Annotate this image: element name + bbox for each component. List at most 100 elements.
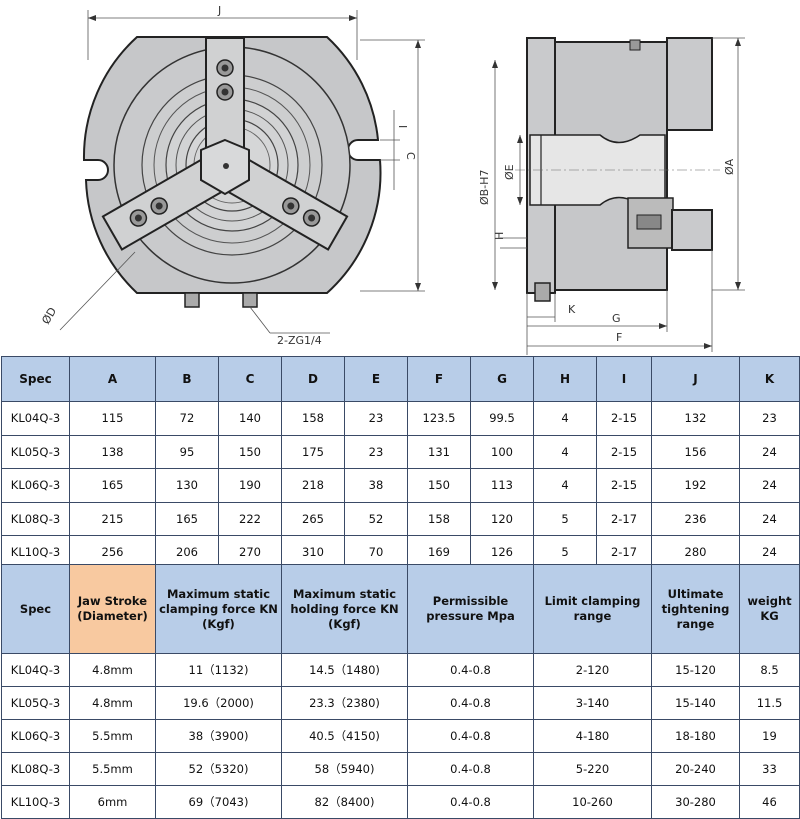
table-cell: 24 (739, 535, 800, 570)
header-cell: J (651, 356, 740, 402)
header-cell: Ultimate tightening range (651, 564, 740, 654)
table-cell: 4.8mm (69, 686, 156, 720)
table-cell: 138 (69, 434, 156, 469)
table-cell: 113 (470, 468, 534, 503)
table-cell: 169 (407, 535, 471, 570)
dim-label-e: ØE (503, 164, 516, 180)
spec-cell: KL10Q-3 (1, 785, 70, 819)
table-cell: 10-260 (533, 785, 652, 819)
table-cell: 14.5（1480) (281, 653, 408, 687)
table-cell: 206 (155, 535, 219, 570)
table-cell: 131 (407, 434, 471, 469)
table-cell: 2-17 (596, 501, 652, 536)
table-cell: 2-15 (596, 401, 652, 436)
table-cell: 19 (739, 719, 800, 753)
dim-label-g: G (612, 312, 621, 325)
table-cell: 4.8mm (69, 653, 156, 687)
spec-cell: KL10Q-3 (1, 535, 70, 570)
dimensions-header-row: Spec A B C D E F G H I J K (1, 356, 800, 402)
table-cell: 236 (651, 501, 740, 536)
table-cell: 18-180 (651, 719, 740, 753)
table-cell: 130 (155, 468, 219, 503)
header-cell: Limit clamping range (533, 564, 652, 654)
dim-label-a: ØA (723, 158, 736, 175)
performance-header-row: Spec Jaw Stroke (Diameter) Maximum stati… (1, 564, 800, 654)
header-cell-highlighted: Jaw Stroke (Diameter) (69, 564, 156, 654)
table-cell: 4 (533, 434, 597, 469)
dim-label-h: H (493, 232, 506, 240)
table-cell: 19.6（2000) (155, 686, 282, 720)
table-cell: 23 (739, 401, 800, 436)
table-cell: 115 (69, 401, 156, 436)
table-cell: 165 (69, 468, 156, 503)
performance-table: Spec Jaw Stroke (Diameter) Maximum stati… (1, 564, 800, 819)
table-cell: 3-140 (533, 686, 652, 720)
table-cell: 11.5 (739, 686, 800, 720)
table-cell: 132 (651, 401, 740, 436)
spec-cell: KL05Q-3 (1, 434, 70, 469)
chuck-drawing-svg: J (39, 4, 745, 355)
table-cell: 2-17 (596, 535, 652, 570)
table-cell: 95 (155, 434, 219, 469)
table-cell: 265 (281, 501, 345, 536)
spec-cell: KL06Q-3 (1, 719, 70, 753)
header-cell: I (596, 356, 652, 402)
side-view: ØB-H7 ØE H ØA K G (478, 37, 745, 355)
header-cell: A (69, 356, 156, 402)
table-cell: 256 (69, 535, 156, 570)
header-cell: Maximum static holding force KN (Kgf) (281, 564, 408, 654)
technical-drawing: J (0, 0, 800, 355)
table-cell: 52（5320) (155, 752, 282, 786)
dim-label-i: I (396, 125, 409, 128)
table-cell: 33 (739, 752, 800, 786)
table-cell: 72 (155, 401, 219, 436)
table-cell: 58（5940) (281, 752, 408, 786)
spec-cell: KL04Q-3 (1, 401, 70, 436)
header-cell: Permissible pressure Mpa (407, 564, 534, 654)
table-cell: 158 (407, 501, 471, 536)
header-cell: G (470, 356, 534, 402)
table-cell: 30-280 (651, 785, 740, 819)
table-cell: 123.5 (407, 401, 471, 436)
dim-label-k: K (568, 303, 576, 316)
header-cell: E (344, 356, 408, 402)
table-cell: 5.5mm (69, 719, 156, 753)
spec-cell: KL06Q-3 (1, 468, 70, 503)
table-cell: 215 (69, 501, 156, 536)
spec-cell: KL04Q-3 (1, 653, 70, 687)
table-cell: 6mm (69, 785, 156, 819)
table-cell: 156 (651, 434, 740, 469)
table-cell: 38 (344, 468, 408, 503)
table-cell: 24 (739, 501, 800, 536)
jaw-left (101, 157, 223, 251)
table-cell: 126 (470, 535, 534, 570)
header-cell: H (533, 356, 597, 402)
table-cell: 0.4-0.8 (407, 785, 534, 819)
header-cell: F (407, 356, 471, 402)
port-left (184, 292, 200, 308)
table-cell: 175 (281, 434, 345, 469)
spec-cell: KL08Q-3 (1, 752, 70, 786)
table-cell: 15-120 (651, 653, 740, 687)
table-cell: 20-240 (651, 752, 740, 786)
table-cell: 5.5mm (69, 752, 156, 786)
table-cell: 38（3900) (155, 719, 282, 753)
table-cell: 0.4-0.8 (407, 719, 534, 753)
spec-cell: KL08Q-3 (1, 501, 70, 536)
table-cell: 23.3（2380) (281, 686, 408, 720)
table-cell: 24 (739, 468, 800, 503)
table-cell: 0.4-0.8 (407, 752, 534, 786)
header-cell: K (739, 356, 800, 402)
table-cell: 165 (155, 501, 219, 536)
table-cell: 158 (281, 401, 345, 436)
table-cell: 2-15 (596, 468, 652, 503)
